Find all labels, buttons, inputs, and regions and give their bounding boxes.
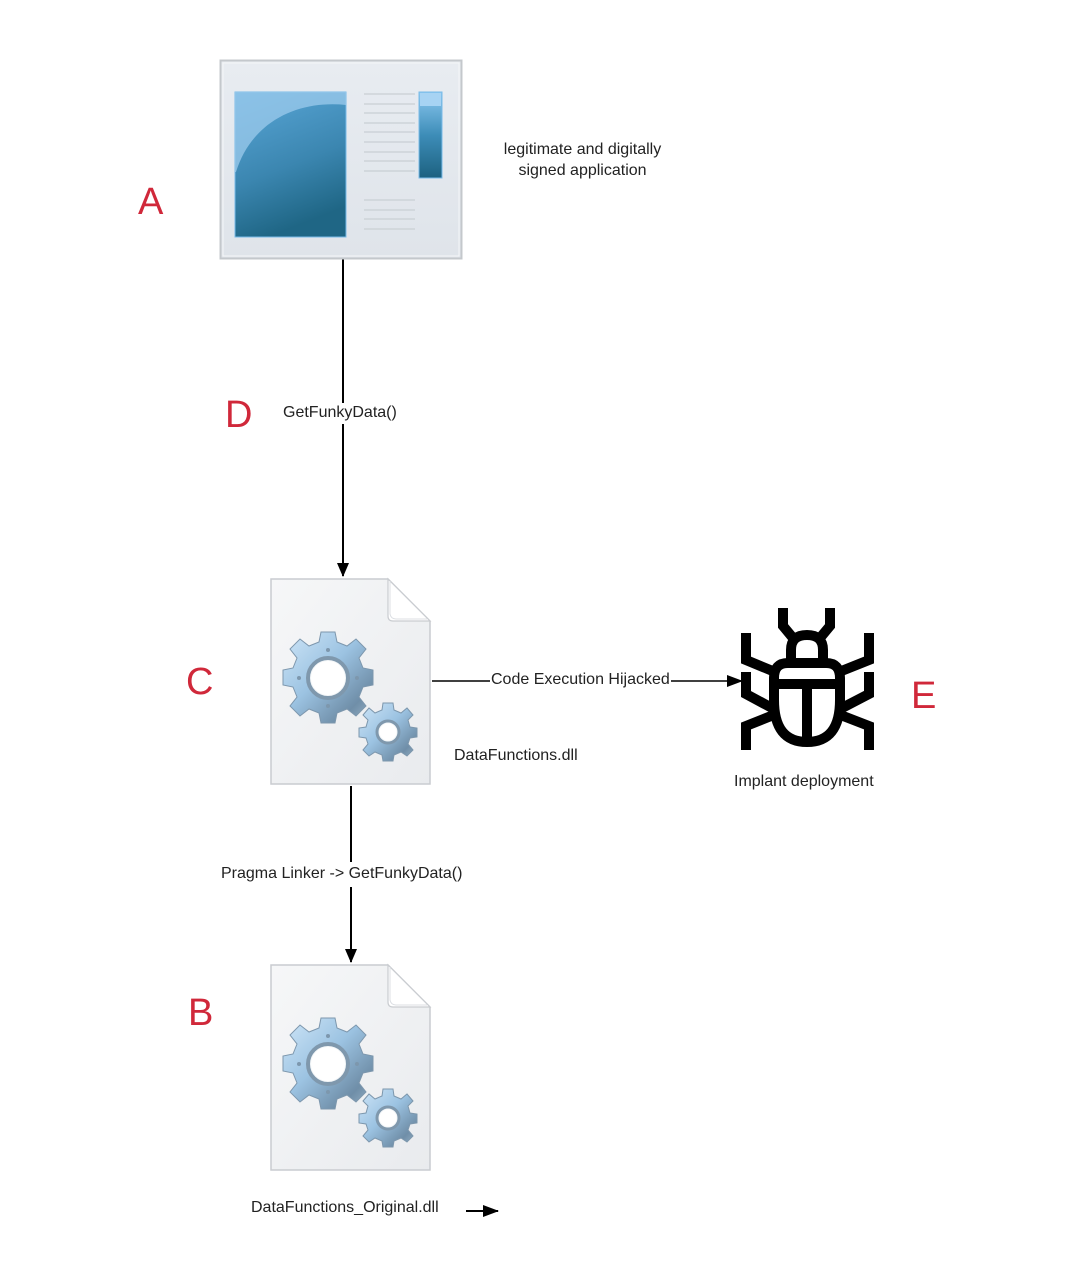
- edge-label-pragma-linker: Pragma Linker -> GetFunkyData(): [220, 862, 464, 887]
- dll-gear-file-icon: [270, 963, 432, 1172]
- dll-gear-file-icon: [270, 577, 432, 786]
- application-caption-line-2: signed application: [518, 162, 647, 179]
- application-caption: legitimate and digitally signed applicat…: [480, 139, 685, 181]
- original-dll-caption: DataFunctions_Original.dll: [251, 1199, 439, 1216]
- edge-label-code-execution-hijacked: Code Execution Hijacked: [490, 670, 671, 691]
- edge-letter-d: D: [225, 394, 253, 436]
- implant-caption: Implant deployment: [734, 773, 874, 790]
- hijack-dll-caption: DataFunctions.dll: [454, 747, 578, 764]
- edge-label-get-funky-data: GetFunkyData(): [281, 403, 399, 424]
- bug-icon: [738, 608, 878, 750]
- node-letter-c: C: [186, 661, 214, 703]
- node-letter-b: B: [188, 992, 214, 1034]
- application-caption-line-1: legitimate and digitally: [503, 141, 662, 158]
- application-window-icon: [219, 59, 463, 260]
- node-letter-a: A: [138, 181, 164, 223]
- node-letter-e: E: [911, 675, 937, 717]
